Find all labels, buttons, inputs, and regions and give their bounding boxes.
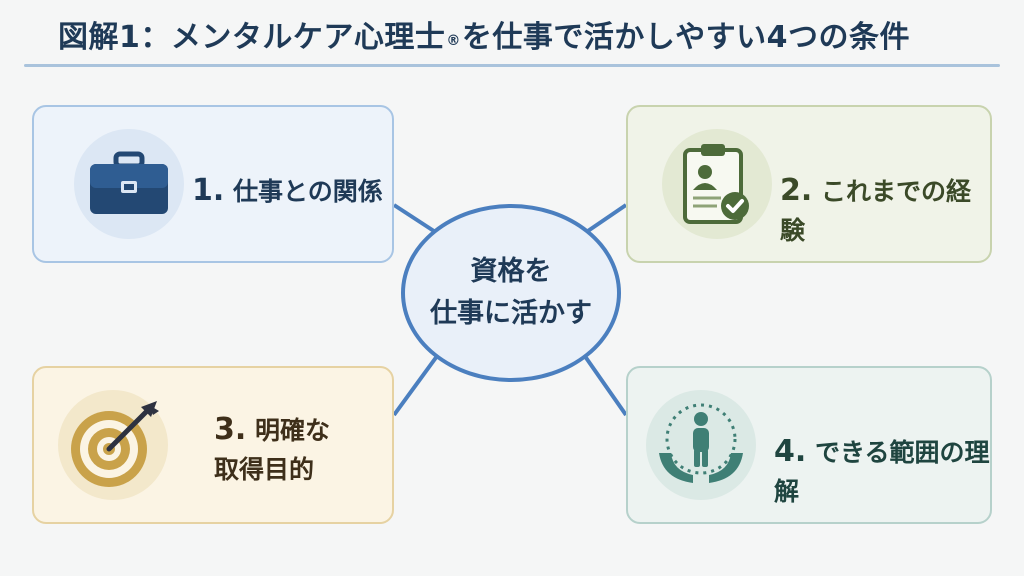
icon-badge (662, 129, 772, 239)
registered-mark: ® (446, 33, 461, 49)
clipboard-check-icon (683, 144, 749, 224)
title-rest: を仕事で活かしやすい4つの条件 (461, 20, 910, 55)
card-title-line2: 取得目的 (214, 454, 315, 484)
icon-badge (74, 129, 184, 239)
card-label: 1. 仕事との関係 (192, 169, 383, 213)
briefcase-icon (90, 151, 168, 214)
card-number: 1. (192, 173, 225, 208)
condition-card-2: 2. これまでの経験 (626, 105, 992, 263)
card-label: 4. できる範囲の理解 (774, 430, 990, 510)
icon-badge (58, 390, 168, 500)
center-line1: 資格を (470, 256, 552, 288)
card-number: 3. (214, 412, 247, 447)
card-title: できる範囲の理解 (774, 438, 990, 506)
page-title: 図解1：メンタルケア心理士®を仕事で活かしやすい4つの条件 (58, 12, 1008, 56)
hands-person-icon (659, 403, 743, 483)
icon-badge (646, 390, 756, 500)
card-number: 4. (774, 434, 807, 469)
card-number: 2. (780, 173, 813, 208)
target-arrow-icon (71, 401, 159, 487)
card-title: これまでの経験 (780, 177, 972, 245)
connector-3 (392, 350, 442, 417)
condition-card-3: 3. 明確な取得目的 (32, 366, 394, 524)
card-title: 仕事との関係 (233, 177, 383, 206)
condition-card-1: 1. 仕事との関係 (32, 105, 394, 263)
center-line2: 仕事に活かす (430, 298, 592, 329)
center-hub: 資格を 仕事に活かす (401, 204, 621, 382)
title-underline (24, 64, 1000, 67)
card-label: 2. これまでの経験 (780, 169, 990, 249)
condition-card-4: 4. できる範囲の理解 (626, 366, 992, 524)
card-label: 3. 明確な取得目的 (214, 408, 330, 488)
card-title-line1: 明確な (255, 416, 331, 445)
connector-4 (580, 350, 628, 417)
title-main: 図解1：メンタルケア心理士 (58, 20, 446, 55)
